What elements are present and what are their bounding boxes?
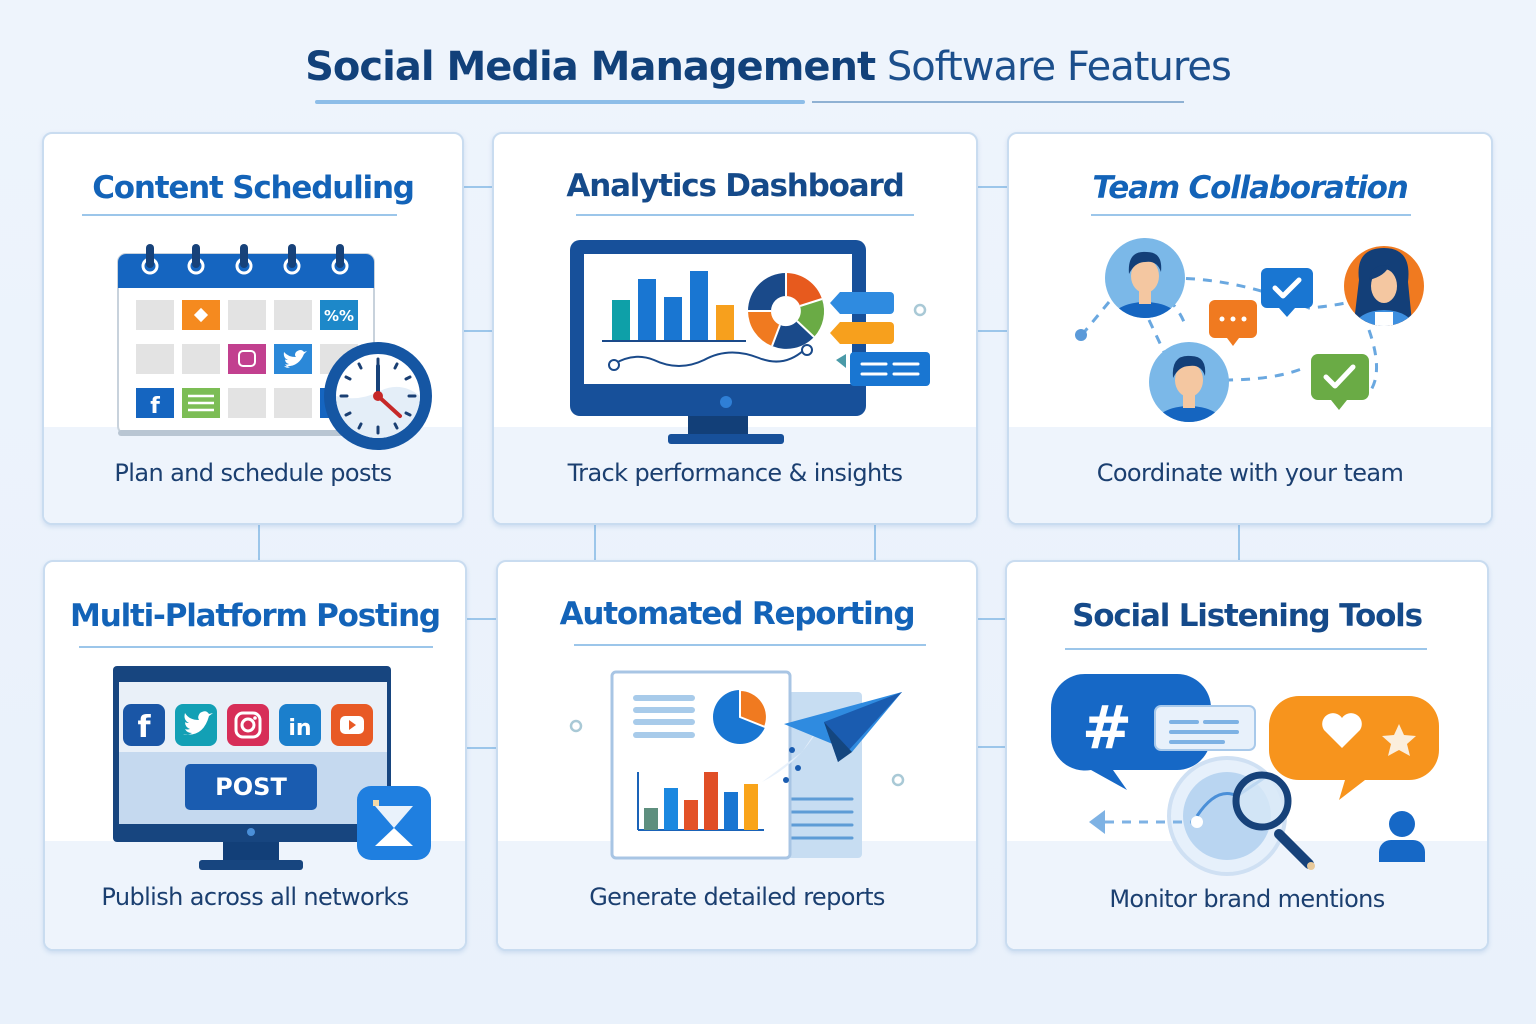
title-underline-thin [812, 101, 1184, 103]
connector-line [410, 747, 560, 749]
card-title-rule [574, 644, 926, 646]
connector-line [463, 186, 493, 188]
feature-card-social-listening-tools[interactable]: Social Listening Tools # Monitor brand m… [1005, 560, 1489, 951]
connector-line [258, 524, 260, 560]
card-title-rule [79, 646, 433, 648]
card-description: Track performance & insights [567, 459, 903, 487]
team-network-icon [1075, 238, 1424, 422]
hashtag-magnifier-icon: # [1050, 673, 1439, 876]
title-underline [315, 100, 805, 104]
svg-text:#: # [1082, 693, 1132, 763]
post-button[interactable]: POST [215, 773, 287, 801]
card-title-rule [1091, 214, 1411, 216]
card-description: Publish across all networks [101, 883, 409, 911]
card-description: Coordinate with your team [1096, 459, 1404, 487]
monitor-social-icons-icon: f in POST [111, 664, 433, 876]
card-description: Plan and schedule posts [114, 459, 392, 487]
connector-line [1238, 524, 1240, 560]
card-title: Content Scheduling [92, 170, 415, 206]
card-title: Multi-Platform Posting [70, 598, 441, 634]
card-footer [1009, 427, 1491, 523]
svg-text:in: in [288, 716, 311, 741]
monitor-charts-icon [570, 240, 930, 444]
svg-text:f: f [137, 710, 151, 745]
card-title-rule [1065, 648, 1427, 650]
card-title-rule [576, 214, 914, 216]
calendar-clock-icon: %% f [117, 244, 432, 450]
connector-line [466, 618, 496, 620]
report-paper-plane-icon [569, 670, 905, 860]
card-title-rule [82, 214, 397, 216]
svg-text:f: f [150, 394, 160, 419]
card-title: Social Listening Tools [1072, 598, 1423, 634]
scheduler-app-icon [357, 786, 431, 860]
feature-card-team-collaboration[interactable]: Team Collaboration Coordinate with your … [1007, 132, 1493, 525]
card-title: Team Collaboration [1092, 170, 1409, 206]
page-title: Social Media Management Software Feature… [0, 44, 1536, 90]
page-title-bold: Social Media Management [305, 44, 876, 90]
connector-line [930, 746, 1050, 748]
connector-line [976, 186, 1008, 188]
connector-line [594, 524, 596, 560]
svg-text:%%: %% [324, 307, 354, 325]
card-description: Monitor brand mentions [1109, 885, 1385, 913]
feature-card-multi-platform-posting[interactable]: Multi-Platform Posting f in POST [43, 560, 467, 951]
feature-card-automated-reporting[interactable]: Automated Reporting Generate detai [496, 560, 978, 951]
card-title: Automated Reporting [559, 596, 916, 632]
card-description: Generate detailed reports [589, 883, 885, 911]
feature-card-content-scheduling[interactable]: Content Scheduling %% f [42, 132, 464, 525]
connector-line [874, 524, 876, 560]
page-title-light: Software Features [886, 44, 1232, 90]
card-title: Analytics Dashboard [566, 168, 904, 204]
connector-line [976, 618, 1006, 620]
feature-card-analytics-dashboard[interactable]: Analytics Dashboard Track performance [492, 132, 978, 525]
